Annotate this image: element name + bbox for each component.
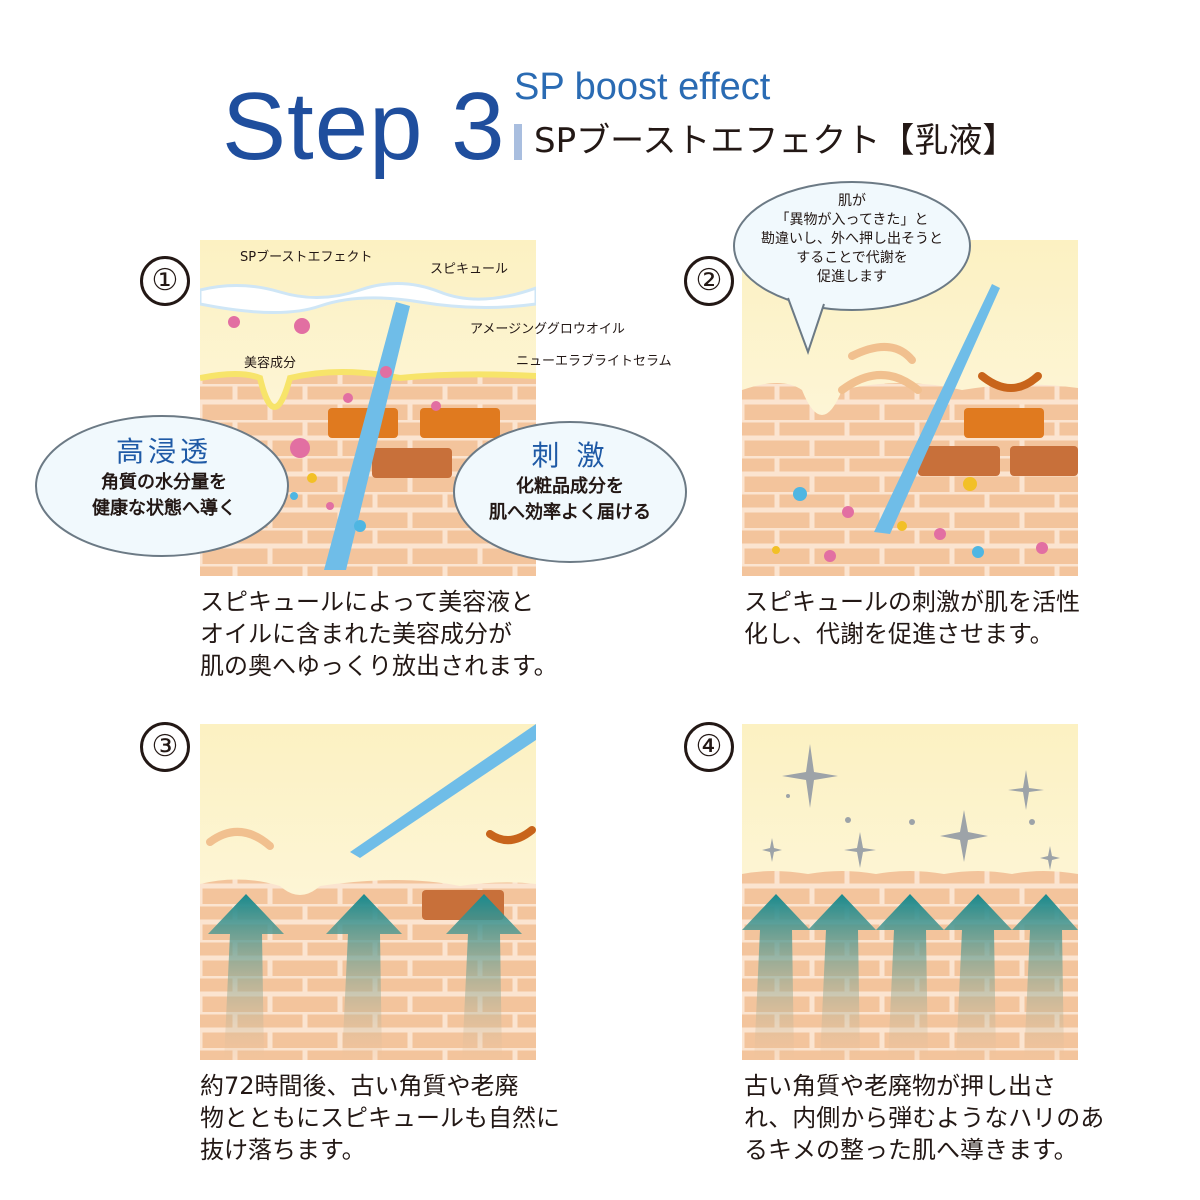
label-ingredient: 美容成分: [244, 356, 297, 371]
speech-line: することで代謝を: [796, 250, 908, 266]
panel-3-illustration: [200, 724, 536, 1060]
bubble-right-line-2: 肌へ効率よく届ける: [489, 502, 651, 523]
caption-line: 約72時間後、古い角質や老廃: [200, 1072, 519, 1100]
label-serum: ニューエラブライトセラム: [516, 354, 672, 369]
caption-line: オイルに含まれた美容成分が: [200, 620, 512, 648]
speech-line: 肌が: [838, 193, 866, 209]
caption-line: 抜け落ちます。: [200, 1136, 366, 1164]
caption-line: 肌の奥へゆっくり放出されます。: [200, 652, 558, 680]
caption-line: 古い角質や老廃物が押し出さ: [744, 1072, 1056, 1100]
speech-bubble: 肌が 「異物が入ってきた」と 勘違いし、外へ押し出そうと することで代謝を 促進…: [728, 176, 976, 356]
subtitle-english: SP boost effect: [514, 66, 771, 108]
caption-line: れ、内側から弾むようなハリのあ: [744, 1104, 1105, 1132]
caption-line: るキメの整った肌へ導きます。: [744, 1136, 1078, 1164]
panel-4-illustration: [742, 724, 1078, 1060]
bubble-left-line-1: 角質の水分量を: [101, 472, 227, 493]
step-title: Step 3: [222, 73, 506, 180]
caption-line: スピキュールの刺激が肌を活性: [744, 588, 1080, 616]
bubble-right-title: 刺 激: [531, 439, 609, 472]
panel-2-caption: スピキュールの刺激が肌を活性 化し、代謝を促進させます。: [744, 586, 1080, 650]
panel-4-number: ④: [684, 722, 734, 772]
panel-4-caption: 古い角質や老廃物が押し出さ れ、内側から弾むようなハリのあ るキメの整った肌へ導…: [744, 1070, 1104, 1166]
panel-2-number: ②: [684, 256, 734, 306]
speech-line: 勘違いし、外へ押し出そうと: [761, 231, 943, 247]
caption-line: スピキュールによって美容液と: [200, 588, 535, 616]
label-sp-boost: SPブーストエフェクト: [240, 250, 373, 265]
subtitle-japanese: SPブーストエフェクト【乳液】: [534, 121, 1017, 161]
bubble-high-penetration: 高浸透 角質の水分量を 健康な状態へ導く: [34, 412, 294, 562]
panel-1-number: ①: [140, 256, 190, 306]
panel-3-caption: 約72時間後、古い角質や老廃 物とともにスピキュールも自然に 抜け落ちます。: [200, 1070, 560, 1166]
panel-3-number: ③: [140, 722, 190, 772]
bubble-stimulation: 刺 激 化粧品成分を 肌へ効率よく届ける: [450, 418, 704, 568]
label-oil: アメージンググロウオイル: [470, 322, 625, 337]
label-spicule: スピキュール: [430, 262, 509, 277]
caption-line: 化し、代謝を促進させます。: [744, 620, 1054, 648]
caption-line: 物とともにスピキュールも自然に: [200, 1104, 560, 1132]
bubble-left-title: 高浸透: [115, 435, 212, 468]
speech-line: 促進します: [817, 269, 887, 285]
bubble-left-line-2: 健康な状態へ導く: [92, 498, 236, 519]
panel-1-illustration: [200, 240, 536, 576]
speech-line: 「異物が入ってきた」と: [775, 212, 929, 228]
bubble-right-line-1: 化粧品成分を: [516, 476, 624, 497]
subtitle-bar: [514, 124, 522, 160]
panel-1-caption: スピキュールによって美容液と オイルに含まれた美容成分が 肌の奥へゆっくり放出さ…: [200, 586, 558, 682]
